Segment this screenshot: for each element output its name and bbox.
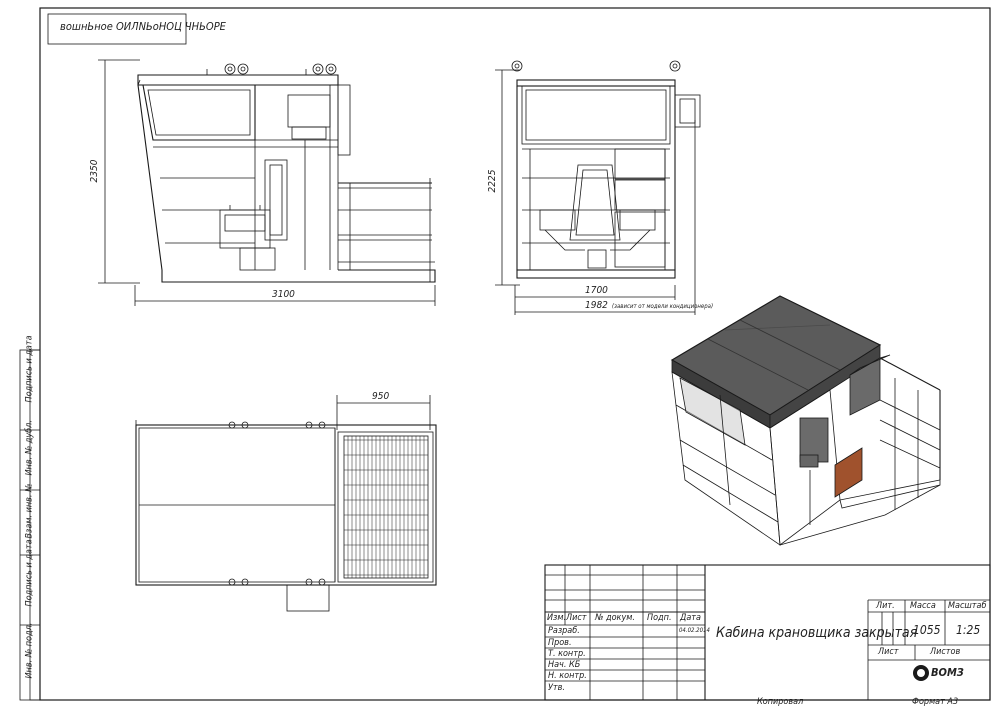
margin-orig-inv: Инв. № подл. [24,622,35,679]
col-sign: Подп. [647,613,672,623]
col-list: Лист [566,613,587,623]
role-head-kb: Нач. КБ [548,660,581,670]
mass-label: Масса [910,601,936,611]
col-date: Дата [680,613,701,623]
dim-front-width: 1700 [585,285,608,296]
plan-floor-grate [344,436,428,578]
title-block-frame [544,564,991,701]
dim-front-width-ac-note: (зависит от модели кондиционера) [612,303,714,310]
isometric-view [670,295,941,546]
dim-front-width-ac: 1982 [585,300,608,311]
mass-value: 1055 [913,623,941,637]
scale-label: Масштаб [948,601,987,611]
top-note-box [47,13,187,45]
front-view [495,60,701,315]
role-checker: Пров. [548,638,572,648]
dim-front-height: 2225 [487,169,498,193]
dim-side-length: 3100 [272,289,295,300]
side-margin-strip [19,349,41,701]
drawing-title: Кабина крановщика закрытая [716,625,918,641]
dim-side-height: 2350 [89,159,100,183]
role-tech-control: Т. контр. [548,649,586,659]
role-approved: Утв. [548,683,565,693]
scale-value: 1:25 [956,623,981,637]
plan-view [135,395,437,612]
side-view [98,59,436,306]
margin-sign-date-bottom: Подпись и дата [24,539,35,607]
margin-repl-inv: Взам. инв. № [24,483,35,539]
lit-label: Лит. [876,601,895,611]
copied-label: Копировал [757,697,804,707]
dim-plan-platform: 950 [372,391,390,402]
format-label: Формат А3 [912,697,959,707]
role-norm-control: Н. контр. [548,671,587,681]
sheet-label: Лист [878,647,899,657]
margin-dup-inv: Инв. № дубл. [24,420,35,476]
col-doc: № докум. [595,613,635,623]
top-note: вошнЬное ОИЛNЬоНОЦ ЧНЬОРЕ [60,20,226,33]
margin-sign-date-top: Подпись и дата [24,335,35,403]
col-izm: Изм. [547,613,567,623]
date-value: 04.02.2014 [679,627,710,634]
company-logo [913,665,929,681]
role-developer: Разраб. [548,626,580,636]
company-name: ВОМЗ [931,666,964,679]
sheets-label: Листов [930,647,961,657]
